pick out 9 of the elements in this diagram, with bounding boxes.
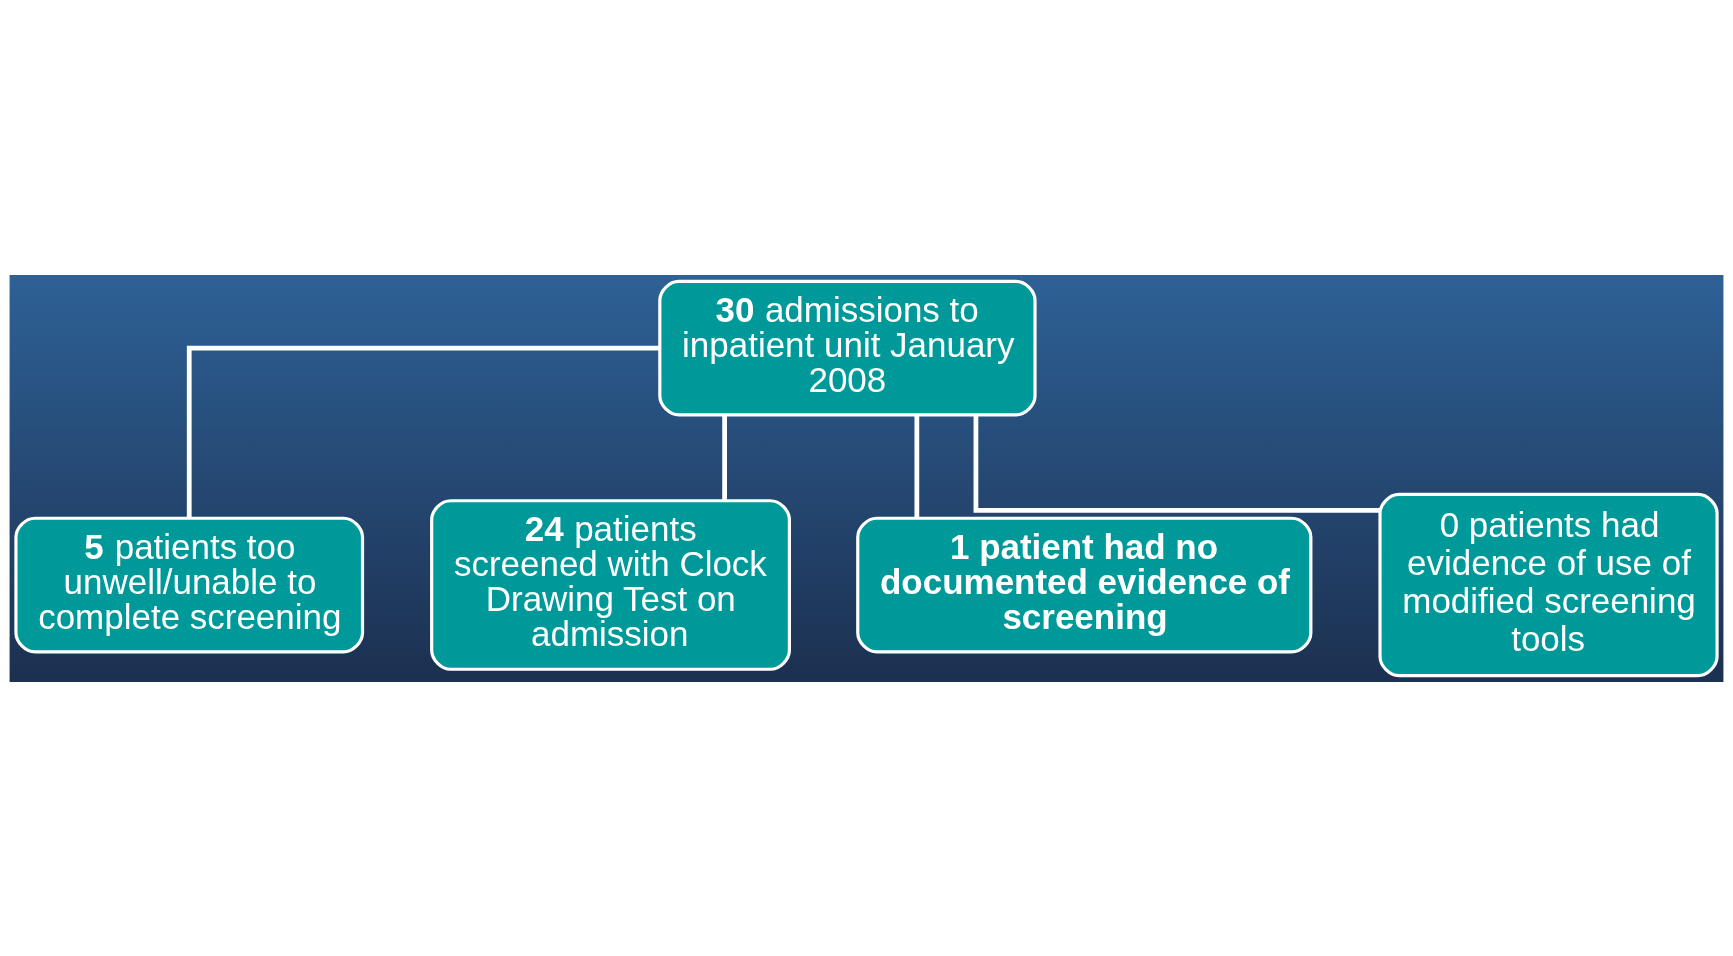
node-box: 5 patients too unwell/unable to complete screening <box>14 516 365 653</box>
connector <box>973 414 1380 513</box>
node-box: 0 patients had evidence of use of modified screening tools <box>1378 492 1719 677</box>
node-box: 24 patients screened with Clock Drawing Test on admission <box>430 498 791 671</box>
connector <box>914 414 920 518</box>
connector <box>186 345 660 518</box>
node-box: 1 patient had no documented evidence of screening <box>856 516 1313 653</box>
node-box: 30 admissions to inpatient unit January 2008 <box>658 279 1037 416</box>
connector <box>722 414 727 501</box>
